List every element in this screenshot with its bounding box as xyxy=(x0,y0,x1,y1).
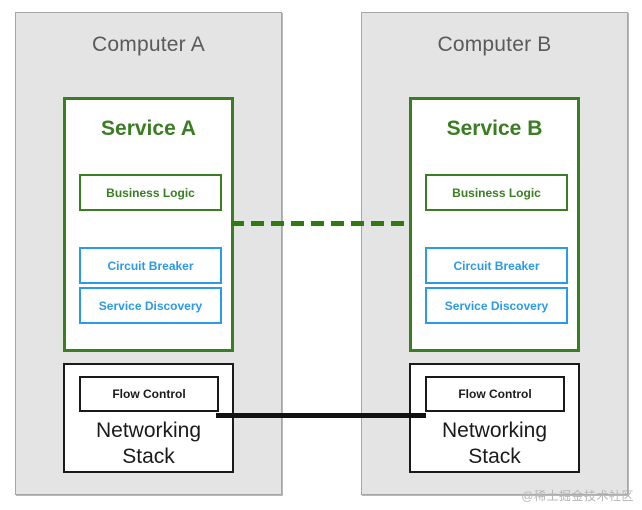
flow-control-a: Flow Control xyxy=(79,376,219,412)
networking-stack-a-label: Networking Stack xyxy=(65,418,232,470)
service-b-title: Service B xyxy=(446,117,543,140)
networking-stack-b-box: Flow Control Networking Stack xyxy=(409,363,580,473)
service-b-service-discovery: Service Discovery xyxy=(425,287,568,324)
computer-panel-b: Computer B Service B Business Logic Circ… xyxy=(361,12,628,495)
networking-stack-b-label-line2: Stack xyxy=(468,445,521,468)
computer-a-title: Computer A xyxy=(92,33,205,56)
networking-stack-a-box: Flow Control Networking Stack xyxy=(63,363,234,473)
service-a-business-logic: Business Logic xyxy=(79,174,222,211)
watermark: @稀土掘金技术社区 xyxy=(521,489,634,503)
service-a-circuit-breaker: Circuit Breaker xyxy=(79,247,222,284)
networking-stack-b-label: Networking Stack xyxy=(411,418,578,470)
computer-b-title: Computer B xyxy=(437,33,552,56)
networking-stack-a-label-line1: Networking xyxy=(95,419,202,442)
computer-panel-a: Computer A Service A Business Logic Circ… xyxy=(15,12,282,495)
service-link-dashed-connector xyxy=(231,221,410,226)
service-a-box: Service A Business Logic Circuit Breaker… xyxy=(63,97,234,352)
service-b-circuit-breaker: Circuit Breaker xyxy=(425,247,568,284)
networking-link-solid-connector xyxy=(216,413,426,418)
networking-stack-a-label-line2: Stack xyxy=(122,445,175,468)
service-a-title: Service A xyxy=(101,117,196,140)
flow-control-b: Flow Control xyxy=(425,376,565,412)
service-b-box: Service B Business Logic Circuit Breaker… xyxy=(409,97,580,352)
networking-stack-b-label-line1: Networking xyxy=(441,419,548,442)
service-b-business-logic: Business Logic xyxy=(425,174,568,211)
service-a-service-discovery: Service Discovery xyxy=(79,287,222,324)
